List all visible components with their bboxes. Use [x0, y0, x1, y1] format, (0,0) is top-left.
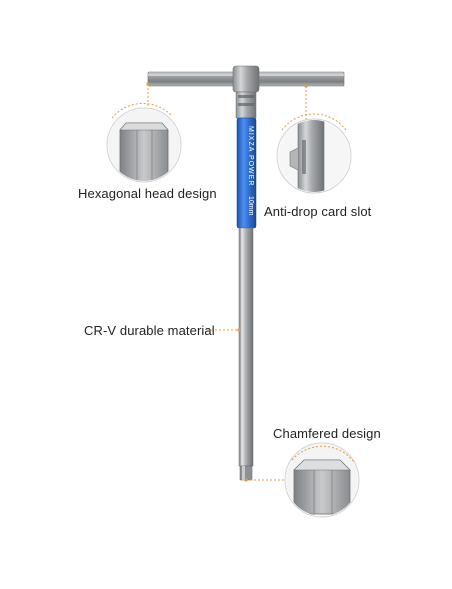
size-marking: 10mm	[247, 196, 254, 216]
chamfer-closeup	[284, 442, 360, 518]
hex-head-closeup	[106, 102, 182, 183]
card-slot-closeup	[276, 113, 352, 194]
wrench-collar	[232, 65, 260, 119]
handle-engraving: MIXZA POWER	[247, 126, 254, 186]
callout-crv-material: CR-V durable material	[84, 323, 215, 338]
wrench-shaft	[238, 227, 254, 481]
callout-anti-drop-slot: Anti-drop card slot	[264, 204, 372, 219]
callout-hexagonal-head: Hexagonal head design	[78, 186, 217, 201]
blue-handle-sleeve: MIXZA POWER 10mm	[236, 117, 257, 229]
callout-chamfered: Chamfered design	[273, 426, 381, 441]
